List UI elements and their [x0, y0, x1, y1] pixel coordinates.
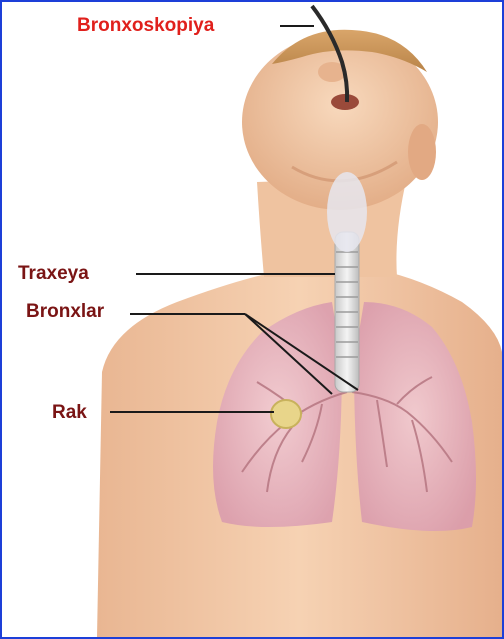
label-bronchoscopy: Bronxoskopiya	[77, 16, 214, 35]
ear	[408, 124, 436, 180]
label-bronchi: Bronxlar	[26, 302, 104, 321]
tumor	[271, 400, 301, 428]
label-cancer: Rak	[52, 403, 87, 422]
mouth	[331, 94, 359, 110]
throat	[327, 172, 367, 252]
label-trachea: Traxeya	[18, 264, 89, 283]
